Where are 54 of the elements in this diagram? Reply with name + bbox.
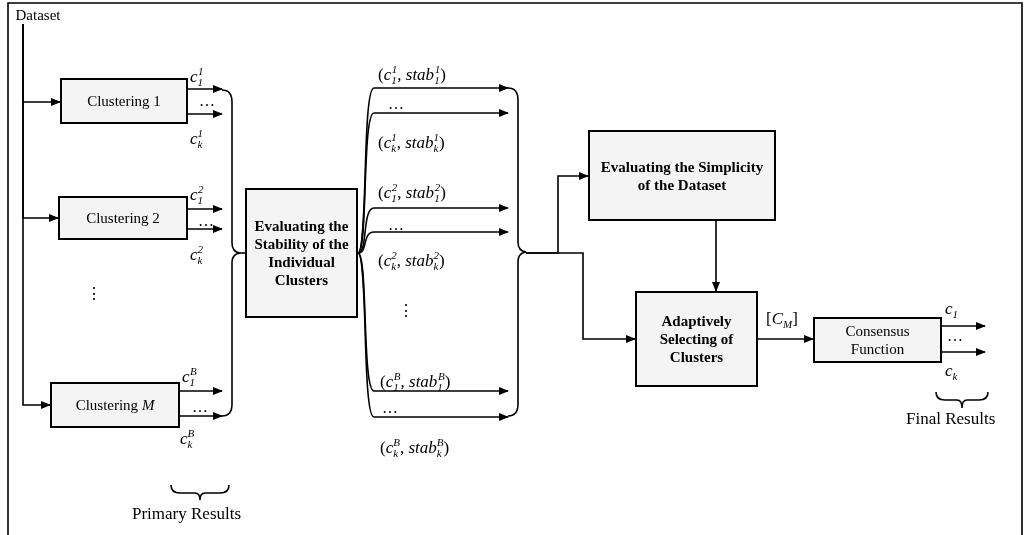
arrow [22,23,51,409]
ellipsis-mark: … [388,95,404,113]
box-label: Evaluating the Simplicity of the Dataset [599,157,765,194]
ellipsis-mark: ⋮ [86,285,102,303]
edge-label: (c$_{k}$$^{2}$, stab$_{k}$$^{2}$) [378,248,445,275]
process-box [50,382,180,428]
process-box [588,130,776,221]
arrow [357,228,509,254]
arrow [525,252,636,343]
process-box [58,196,188,240]
process-box [813,317,942,363]
ellipsis-mark: … [192,398,208,416]
group-label: Final Results [906,410,996,428]
arrow [187,85,223,93]
arrow [941,348,986,356]
arrow [357,204,509,254]
edge-label: c$_{k}$ [945,362,958,385]
arrow [941,322,986,330]
box-label: Clustering 2 [85,209,161,227]
box-label: Adaptively Selecting of Clusters [658,312,735,366]
arrow [357,252,509,421]
edge-label: (c$_{1}$$^{2}$, stab$_{1}$$^{2}$) [378,180,446,207]
brace [507,87,527,417]
process-box [245,188,358,318]
edge-label: c$_{1}$ [945,300,959,323]
connector-line [239,252,246,254]
edge-label: (c$_{k}$$^{1}$, stab$_{k}$$^{1}$) [378,130,445,157]
arrow [187,205,223,213]
group-label: Primary Results [132,505,242,523]
process-box [635,291,758,387]
input-label: Dataset [14,6,62,24]
ellipsis-mark: … [199,92,215,110]
arrow [187,225,223,233]
edge-label: (c$_{1}$$^{1}$, stab$_{1}$$^{1}$) [378,62,446,89]
edge-label: (c$_{1}$$^{B}$, stab$_{1}$$^{B}$) [380,369,451,396]
process-box [60,78,188,124]
edge-label: (c$_{k}$$^{B}$, stab$_{k}$$^{B}$) [380,435,450,462]
box-label: Clustering M [74,396,156,414]
box-label: Consensus Function [844,322,911,358]
ellipsis-mark: … [947,327,963,345]
arrow [757,335,814,343]
ellipsis-mark: … [198,212,214,230]
arrow [357,252,509,395]
arrow [179,412,223,420]
ellipsis-mark: … [388,216,404,234]
box-label: Evaluating the Stability of the Individual Clusters [253,217,350,289]
arrow [179,387,223,395]
brace [221,89,241,417]
ellipsis-mark: … [382,399,398,417]
box-label: Clustering 1 [86,92,162,110]
arrow [712,220,720,292]
ellipsis-mark: ⋮ [398,302,414,320]
arrow [187,110,223,118]
edge-label: [C$_{M}$] [766,310,798,333]
